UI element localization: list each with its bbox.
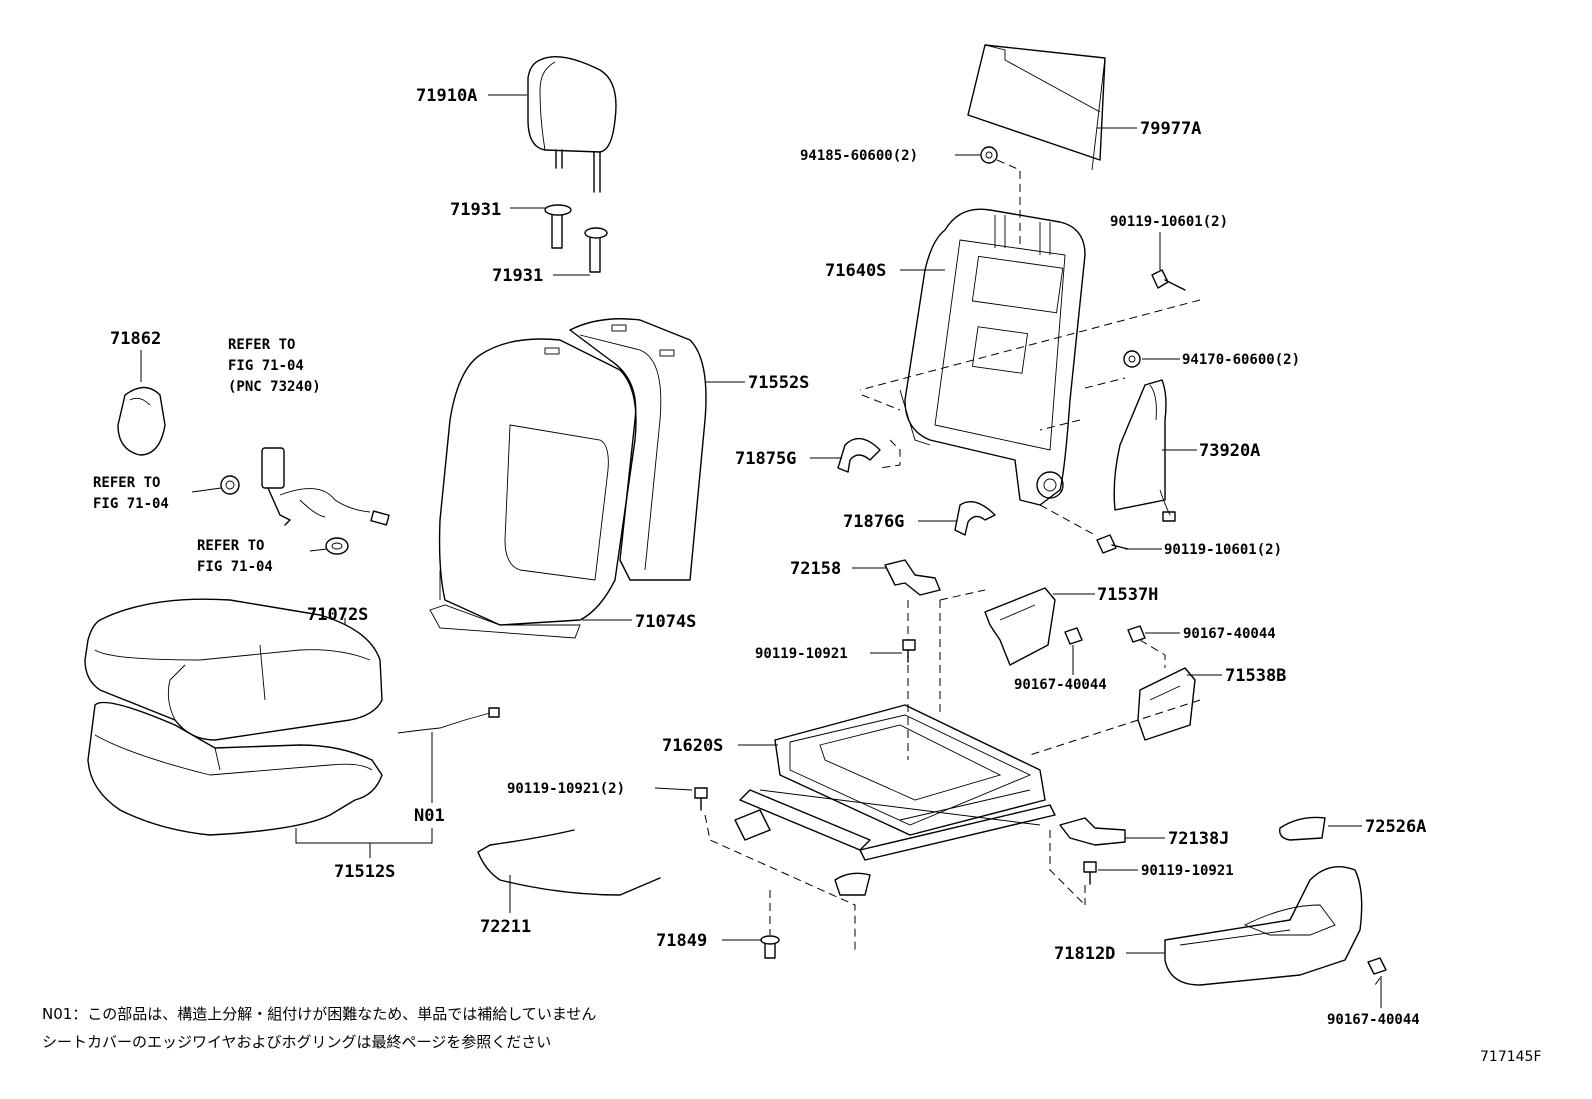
bolt-drawing bbox=[902, 639, 916, 663]
footnotes: N01：この部品は、構造上分解・組付けが困難なため、単品では補給していません シ… bbox=[42, 1005, 1542, 1065]
seatback-frame-drawing bbox=[899, 208, 1086, 506]
leader-lines bbox=[140, 94, 1382, 1008]
seatback-cover-front-drawing bbox=[429, 338, 637, 639]
note-line-1: N01：この部品は、構造上分解・組付けが困難なため、単品では補給していません bbox=[42, 1005, 596, 1023]
wire-drawing bbox=[477, 829, 661, 896]
seatback-cover-drawing bbox=[569, 318, 707, 581]
label-90119-10921-lower: 90119-10921 bbox=[1141, 863, 1234, 879]
label-71640S: 71640S bbox=[825, 261, 886, 281]
label-71512S: 71512S bbox=[334, 862, 395, 882]
headrest-drawing bbox=[527, 55, 617, 193]
label-90167-40044-mid: 90167-40044 bbox=[1014, 677, 1107, 693]
label-71812D: 71812D bbox=[1054, 944, 1115, 964]
seatback-pad-drawing bbox=[967, 44, 1106, 171]
cushion-pad-drawing bbox=[87, 701, 383, 836]
label-71537H: 71537H bbox=[1097, 585, 1158, 605]
nut-drawing bbox=[220, 475, 240, 495]
label-71862: 71862 bbox=[110, 329, 161, 349]
label-refer-fig-2: FIG 71-04 bbox=[93, 496, 169, 512]
bracket-drawing bbox=[984, 587, 1056, 666]
grommet-drawing bbox=[325, 537, 349, 555]
bolt-drawing bbox=[694, 787, 708, 811]
label-90119-10921-upper: 90119-10921 bbox=[755, 646, 848, 662]
label-71875G: 71875G bbox=[735, 449, 796, 469]
bolt-drawing bbox=[1064, 625, 1387, 975]
bolt-drawing bbox=[1083, 861, 1097, 885]
label-refer-to-3: REFER TO bbox=[197, 538, 264, 554]
callout-labels: 71910A 79977A 94185-60600(2) 90119-10601… bbox=[93, 86, 1426, 1028]
label-71538B: 71538B bbox=[1225, 666, 1286, 686]
label-90119-10601-top: 90119-10601(2) bbox=[1110, 214, 1228, 230]
headrest-guide-drawing bbox=[544, 204, 608, 273]
label-72158: 72158 bbox=[790, 559, 841, 579]
label-71931-lower: 71931 bbox=[492, 266, 543, 286]
bolt-drawing bbox=[1151, 269, 1186, 291]
label-72138J: 72138J bbox=[1168, 829, 1229, 849]
seatbelt-buckle-drawing bbox=[261, 447, 390, 526]
label-71072S: 71072S bbox=[307, 605, 368, 625]
clip-drawing bbox=[1123, 350, 1141, 368]
label-94185-60600: 94185-60600(2) bbox=[800, 148, 918, 164]
handle-drawing bbox=[1059, 817, 1126, 846]
label-71552S: 71552S bbox=[748, 373, 809, 393]
label-refer-to-1: REFER TO bbox=[228, 337, 295, 353]
clip-drawing bbox=[980, 146, 998, 164]
note-line-2: シートカバーのエッジワイヤおよびホグリングは最終ページを参照ください bbox=[42, 1033, 551, 1051]
label-94170-60600: 94170-60600(2) bbox=[1182, 352, 1300, 368]
cover-drawing bbox=[837, 437, 996, 536]
label-90167-40044-bottom: 90167-40044 bbox=[1327, 1012, 1420, 1028]
screw-drawing bbox=[760, 935, 780, 959]
label-refer-to-2: REFER TO bbox=[93, 475, 160, 491]
seat-adjuster-drawing bbox=[734, 704, 1056, 896]
label-90167-40044-right: 90167-40044 bbox=[1183, 626, 1276, 642]
label-90119-10921-2: 90119-10921(2) bbox=[507, 781, 625, 797]
assembly-lines bbox=[704, 159, 1381, 986]
label-refer-pnc-1: (PNC 73240) bbox=[228, 379, 321, 395]
side-shield-drawing bbox=[1164, 866, 1363, 986]
label-79977A: 79977A bbox=[1140, 119, 1201, 139]
label-71910A: 71910A bbox=[416, 86, 477, 106]
label-73920A: 73920A bbox=[1199, 441, 1260, 461]
wire-drawing bbox=[397, 707, 500, 734]
label-71876G: 71876G bbox=[843, 512, 904, 532]
label-refer-fig-3: FIG 71-04 bbox=[197, 559, 273, 575]
knob-drawing bbox=[1279, 816, 1326, 841]
label-71620S: 71620S bbox=[662, 736, 723, 756]
label-refer-fig-1: FIG 71-04 bbox=[228, 358, 304, 374]
label-71074S: 71074S bbox=[635, 612, 696, 632]
label-90119-10601-lower: 90119-10601(2) bbox=[1164, 542, 1282, 558]
figure-id: 717145F bbox=[1480, 1049, 1542, 1065]
side-airbag-drawing bbox=[1113, 379, 1176, 522]
cap-drawing bbox=[117, 386, 166, 456]
cushion-cover-drawing bbox=[84, 598, 383, 741]
bolt-drawing bbox=[1096, 534, 1129, 554]
label-71931-upper: 71931 bbox=[450, 200, 501, 220]
label-72526A: 72526A bbox=[1365, 817, 1426, 837]
label-N01: N01 bbox=[414, 806, 445, 826]
label-72211: 72211 bbox=[480, 917, 531, 937]
label-71849: 71849 bbox=[656, 931, 707, 951]
bracket-drawing bbox=[884, 559, 941, 596]
